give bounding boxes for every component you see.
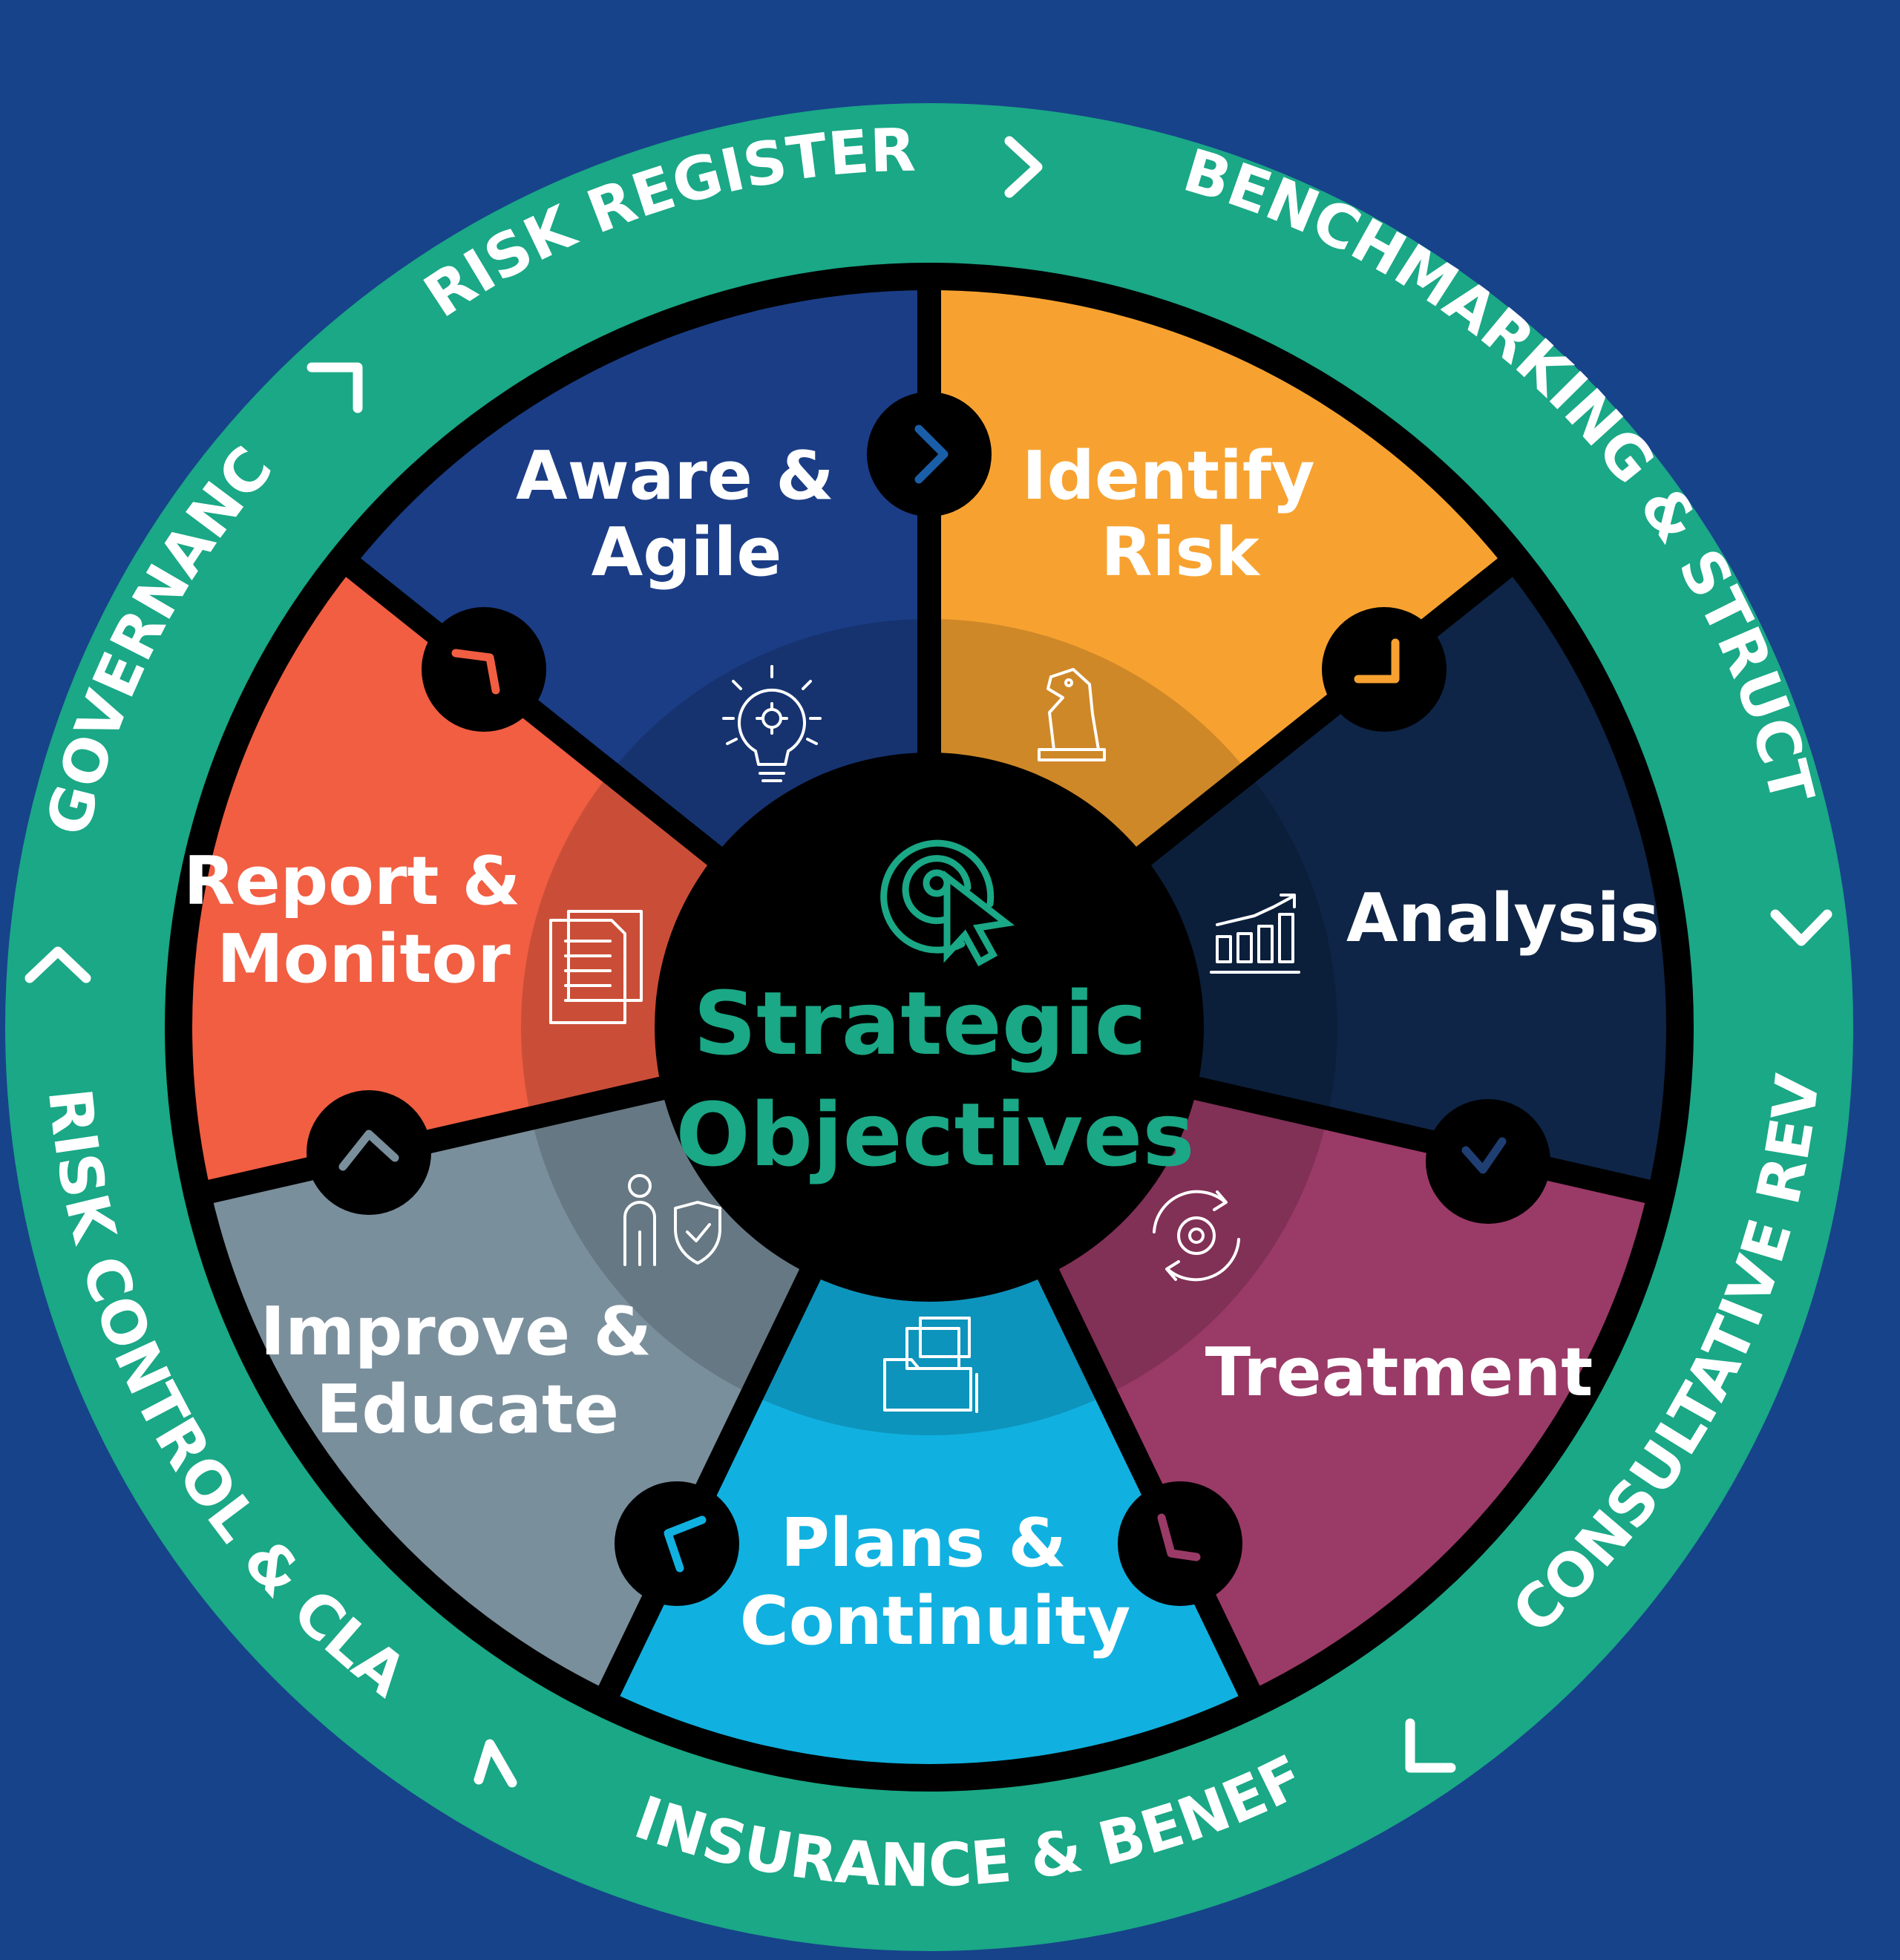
documents-icon [549, 910, 643, 1024]
segment-plans-continuity [609, 1027, 1249, 1764]
label-aware-agile: Aware & Agile [516, 437, 857, 591]
ring-chevron-right [1770, 909, 1832, 946]
label-treatment: Treatment [1205, 1334, 1593, 1412]
center-title: Strategic Objectives [675, 972, 1194, 1186]
label-identify-risk: Identify Risk [1022, 437, 1338, 591]
chess-knight-icon [1038, 668, 1106, 761]
bar-chart-growth-icon [1210, 894, 1300, 974]
spoke-node-2 [1322, 607, 1447, 732]
segment-labels: Aware & Agile Identify Risk Analysis Tre… [183, 437, 1660, 1660]
spoke-node-3 [1426, 1099, 1550, 1224]
ring-chevron-upper-left [307, 362, 363, 413]
ring-chevron-left [24, 946, 91, 983]
spoke-node-7 [422, 607, 546, 732]
spoke-nodes-group [307, 392, 1550, 1606]
spoke-node-6 [307, 1090, 431, 1215]
ring-chevron-lower-right [1405, 1718, 1456, 1773]
spoke-node-4 [1118, 1481, 1242, 1606]
folder-files-icon [883, 1317, 978, 1413]
spoke-node-1 [867, 392, 992, 517]
label-plans-continuity: Plans & Continuity [740, 1504, 1131, 1660]
spoke-node-5 [615, 1481, 739, 1606]
label-report-monitor: Report & Monitor [183, 842, 543, 998]
label-analysis: Analysis [1346, 879, 1660, 957]
ring-chevron-top [1004, 136, 1043, 198]
ring-chevrons-group [24, 136, 1832, 1788]
center-hub [655, 753, 1204, 1302]
person-shield-icon [623, 1174, 721, 1266]
ring-chevron-bottom-left [474, 1739, 517, 1788]
lightbulb-gear-icon [722, 665, 822, 782]
gear-cycle-icon [1153, 1190, 1240, 1282]
target-cursor-icon [880, 839, 1015, 967]
label-improve-educate: Improve & Educate [261, 1293, 675, 1449]
segment-icons [549, 665, 1300, 1413]
